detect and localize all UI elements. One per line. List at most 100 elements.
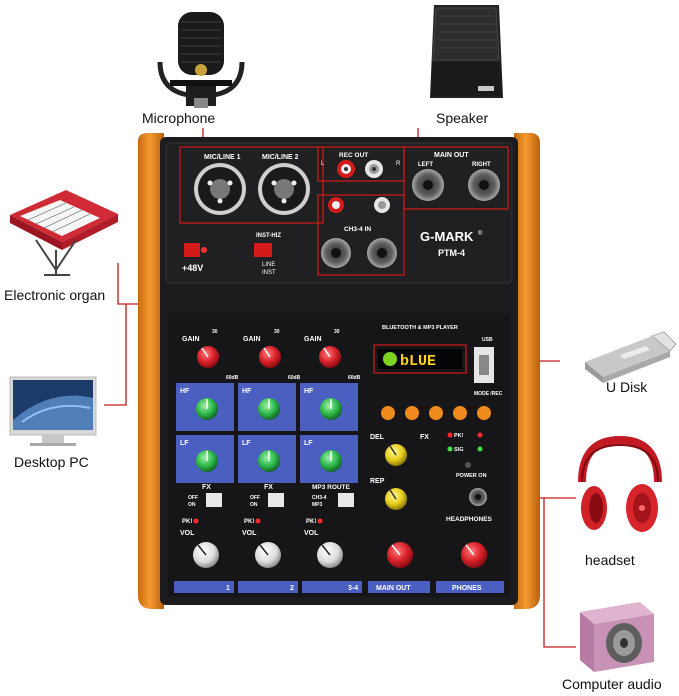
keyboard-icon (10, 190, 118, 276)
usb-drive-icon (585, 331, 677, 383)
main-out-jack-left[interactable] (412, 169, 444, 201)
master-pk-label: PK! (454, 433, 464, 439)
gain-db-2: 60dB (288, 375, 301, 381)
player-buttons (381, 406, 491, 420)
lf-knob-2[interactable] (258, 450, 280, 472)
prev-button[interactable] (381, 406, 395, 420)
ch34-rca-left[interactable] (328, 197, 344, 213)
vol-knob-3[interactable] (317, 542, 343, 568)
main-out-top-label: MAIN OUT (434, 152, 469, 159)
phones-knob[interactable] (461, 542, 487, 568)
inst-label: INST (262, 270, 276, 276)
fx-switch-1[interactable] (206, 493, 222, 507)
electronic-organ-label: Electronic organ (4, 287, 106, 303)
lf-knob-3[interactable] (320, 450, 342, 472)
mp3-route-switch[interactable] (338, 493, 354, 507)
strip-label-1: 1 (226, 585, 230, 592)
sig-led-r (477, 446, 483, 452)
phantom-label: +48V (182, 263, 203, 273)
xlr-combo-jack-1[interactable] (194, 163, 246, 215)
mic-line-1-label: MIC/LINE 1 (204, 154, 241, 161)
brand-logo: G-MARK (420, 229, 474, 244)
display-highlight (373, 344, 467, 374)
strip-label-3: 3-4 (348, 585, 358, 592)
gain-knob-1[interactable] (197, 346, 219, 368)
strip-bar-1 (174, 581, 234, 593)
mode-rec-button[interactable] (477, 406, 491, 420)
gain-max-2: 30 (274, 329, 280, 335)
vol-knob-2[interactable] (255, 542, 281, 568)
phantom-power-button[interactable] (184, 243, 200, 257)
display-text: bLUE (400, 353, 436, 370)
inst-hiz-label: INST-HIZ (256, 233, 281, 239)
rec-out-label: REC OUT (339, 152, 368, 159)
headphone-jack[interactable] (469, 488, 487, 506)
rep-knob[interactable] (385, 488, 407, 510)
power-led (465, 462, 471, 468)
gain-label-2: GAIN (243, 336, 261, 343)
rec-l-label: L (321, 161, 325, 167)
ch34-jack-left[interactable] (321, 238, 351, 268)
sig-led (447, 446, 453, 452)
frame-right (514, 133, 540, 609)
next-button[interactable] (405, 406, 419, 420)
hf-label-2: HF (242, 388, 252, 395)
rec-out-rca-right[interactable] (365, 160, 383, 178)
pk-label-2: PK! (244, 519, 254, 525)
rec-out-rca-left[interactable] (337, 160, 355, 178)
gain-knob-2[interactable] (259, 346, 281, 368)
microphone-label: Microphone (142, 110, 216, 126)
master-pk-led-r (477, 432, 483, 438)
phones-label: PHONES (452, 585, 482, 592)
play-pause-button[interactable] (429, 406, 443, 420)
vol-knob-1[interactable] (193, 542, 219, 568)
master-pk-led (447, 432, 453, 438)
usb-label: USB (482, 337, 493, 343)
gain-knob-3[interactable] (319, 346, 341, 368)
model-name: PTM-4 (438, 248, 465, 258)
vol-label-2: VOL (242, 530, 257, 537)
hf-label-3: HF (304, 388, 314, 395)
route-mp3: MP3 (312, 502, 323, 508)
mp3-route-label: MP3 ROUTE (312, 484, 351, 491)
del-label: DEL (370, 434, 385, 441)
lf-label-1: LF (180, 440, 189, 447)
hf-knob-1[interactable] (196, 398, 218, 420)
phantom-led (201, 247, 207, 253)
lf-knob-1[interactable] (196, 450, 218, 472)
ch34-rca-right[interactable] (374, 197, 390, 213)
headset-icon (578, 435, 662, 532)
main-out-jack-right[interactable] (468, 169, 500, 201)
gain-label-3: GAIN (304, 336, 322, 343)
mic-line-2-label: MIC/LINE 2 (262, 154, 299, 161)
frame-left (138, 133, 164, 609)
main-out-label: MAIN OUT (376, 585, 411, 592)
strip-bar-3 (302, 581, 362, 593)
main-out-knob[interactable] (387, 542, 413, 568)
pk-label-3: PK! (306, 519, 316, 525)
computer-audio-label: Computer audio (562, 676, 662, 692)
main-left-label: LEFT (418, 162, 433, 168)
pk-led-2 (255, 518, 261, 524)
fx-switch-2[interactable] (268, 493, 284, 507)
hf-knob-2[interactable] (258, 398, 280, 420)
fx-section-label: FX (420, 434, 429, 441)
vol-label-3: VOL (304, 530, 319, 537)
del-knob[interactable] (385, 444, 407, 466)
display-icon (383, 352, 397, 366)
gain-max-1: 30 (212, 329, 218, 335)
hf-knob-3[interactable] (320, 398, 342, 420)
main-out-bar (368, 581, 430, 593)
ch34-highlight (317, 194, 405, 276)
lf-label-2: LF (242, 440, 251, 447)
ch34-jack-right[interactable] (367, 238, 397, 268)
fx-on-2: ON (250, 502, 258, 508)
repeat-button[interactable] (453, 406, 467, 420)
line-inst-switch[interactable] (254, 243, 272, 257)
speaker-label: Speaker (436, 110, 489, 126)
strip-bar-2 (238, 581, 298, 593)
desktop-pc-label: Desktop PC (14, 454, 89, 470)
mixer-device: MIC/LINE 1 MIC/LINE 2 +48V INST-HIZ LINE… (138, 133, 540, 609)
xlr-combo-jack-2[interactable] (258, 163, 310, 215)
